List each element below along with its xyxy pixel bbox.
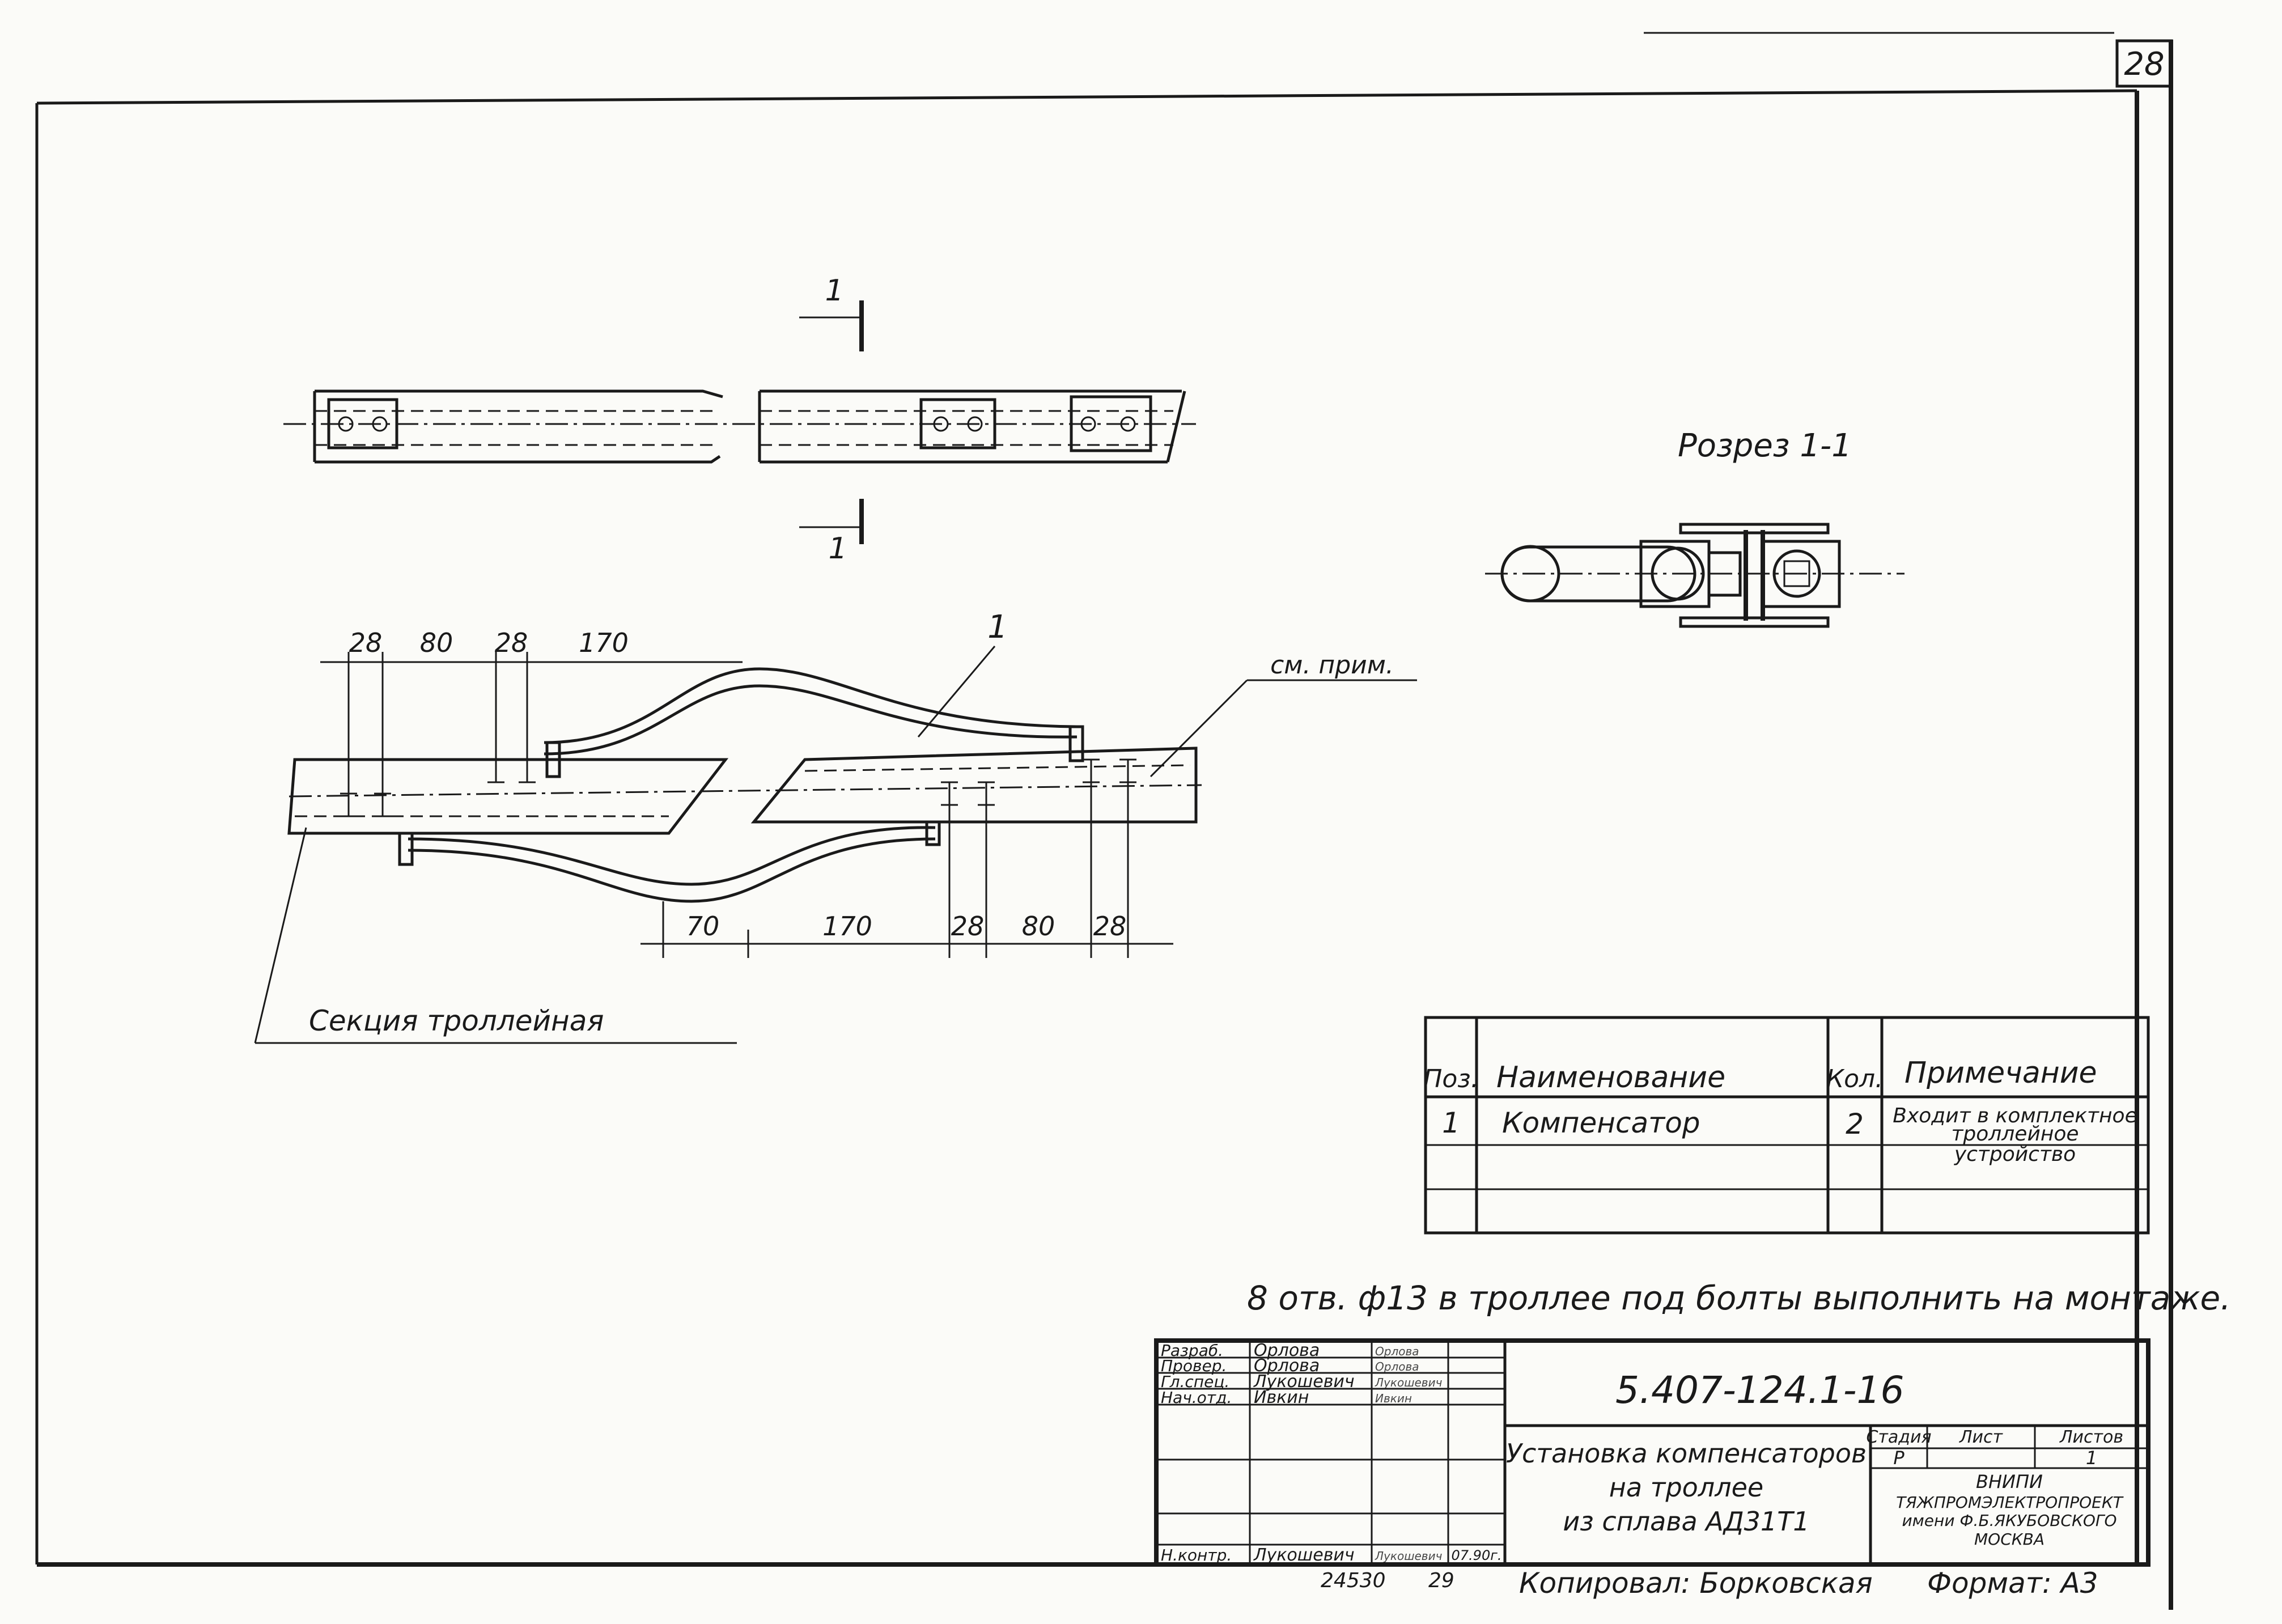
spec-header-note: Примечание [1905,1056,2097,1090]
spec-header-pos: Поз. [1423,1065,1478,1093]
tb-org-3: имени Ф.Б.ЯКУБОВСКОГО [1902,1511,2116,1530]
dim-top-4: 170 [579,627,629,658]
spec-row-note-1: Входит в комплектное [1893,1104,2137,1127]
tb-role-2: Провер. [1161,1356,1227,1375]
footer: 24530 29 Копировал: Борковская Формат: А… [1321,1567,2098,1600]
tb-signature-7: Лукошевич [1375,1549,1443,1563]
page-number: 29 [1428,1569,1454,1592]
tb-role-1: Разраб. [1161,1341,1223,1360]
tb-date: 07.90г. [1452,1547,1502,1563]
spec-row-pos: 1 [1442,1106,1460,1139]
dim-top-2: 80 [420,627,453,658]
inventory-number: 24530 [1321,1569,1386,1592]
dim-top-3: 28 [495,627,528,658]
tb-title-1: Установка компенсаторов [1506,1438,1867,1469]
section-view: Розрез 1-1 [1485,427,1905,628]
tb-sheets: 1 [2086,1447,2097,1469]
spec-row-note-2: троллейное [1951,1122,2079,1146]
general-note: 8 отв. ф13 в троллее под болты выполнить… [1247,1279,2231,1317]
tb-name-3: Лукошевич [1253,1372,1355,1392]
dim-bottom-5: 28 [1093,911,1127,942]
tb-stage: Р [1893,1447,1905,1469]
spec-row-name: Компенсатор [1502,1106,1700,1139]
tb-role-3: Гл.спец. [1161,1372,1229,1391]
sheet-number-box: 28 [2115,39,2173,88]
spec-header-name: Наименование [1496,1061,1725,1095]
tb-sheets-label: Листов [2059,1427,2123,1447]
format-label: Формат: А3 [1927,1567,2098,1600]
copied-by: Копировал: Борковская [1519,1567,1873,1600]
plan-view: 1 1 [283,274,1196,566]
elevation-view: 28 80 28 170 70 170 28 80 28 1 см. прим.… [254,609,1417,1044]
trolley-section-label: Секция троллейная [309,1004,604,1037]
dim-bottom-2: 170 [822,911,872,942]
spec-row-note-3: устройство [1954,1143,2076,1166]
dim-top-1: 28 [349,627,383,658]
tb-signature-4: Ивкин [1375,1392,1412,1405]
tb-doc-code: 5.407-124.1-16 [1615,1368,1905,1412]
tb-name-7: Лукошевич [1253,1545,1355,1565]
tb-role-4: Нач.отд. [1161,1388,1232,1407]
tb-signature-2: Орлова [1375,1360,1419,1373]
note-ref-label: см. прим. [1270,651,1394,680]
tb-name-4: Ивкин [1254,1388,1309,1407]
tb-stage-label: Стадия [1866,1427,1931,1447]
tb-sheet-label: Лист [1959,1427,2004,1447]
tb-org-4: МОСКВА [1974,1530,2045,1549]
tb-org-1: ВНИПИ [1976,1471,2043,1492]
section-title: Розрез 1-1 [1678,427,1852,464]
spec-header-qty: Кол. [1826,1065,1883,1093]
tb-name-2: Орлова [1254,1356,1320,1376]
part-callout: 1 [987,609,1008,646]
section-mark-bottom: 1 [828,532,847,566]
dim-bottom-4: 80 [1022,911,1055,942]
section-mark-top: 1 [825,274,843,308]
tb-title-3: из сплава АД31Т1 [1563,1506,1809,1537]
title-block: Разраб. Провер. Гл.спец. Нач.отд. Н.конт… [1154,1338,2150,1567]
tb-name-1: Орлова [1254,1341,1320,1360]
tb-org-2: ТЯЖПРОМЭЛЕКТРОПРОЕКТ [1896,1493,2124,1512]
spec-table: Поз. Наименование Кол. Примечание 1 Комп… [1423,1016,2150,1235]
tb-role-7: Н.контр. [1161,1546,1232,1564]
sheet-number: 28 [2124,46,2164,83]
tb-title-2: на троллее [1609,1472,1763,1503]
dim-bottom-3: 28 [951,911,985,942]
dim-bottom-1: 70 [686,911,720,942]
tb-signature-3: Лукошевич [1375,1376,1443,1389]
spec-row-qty: 2 [1846,1108,1864,1140]
tb-signature-1: Орлова [1375,1345,1419,1358]
